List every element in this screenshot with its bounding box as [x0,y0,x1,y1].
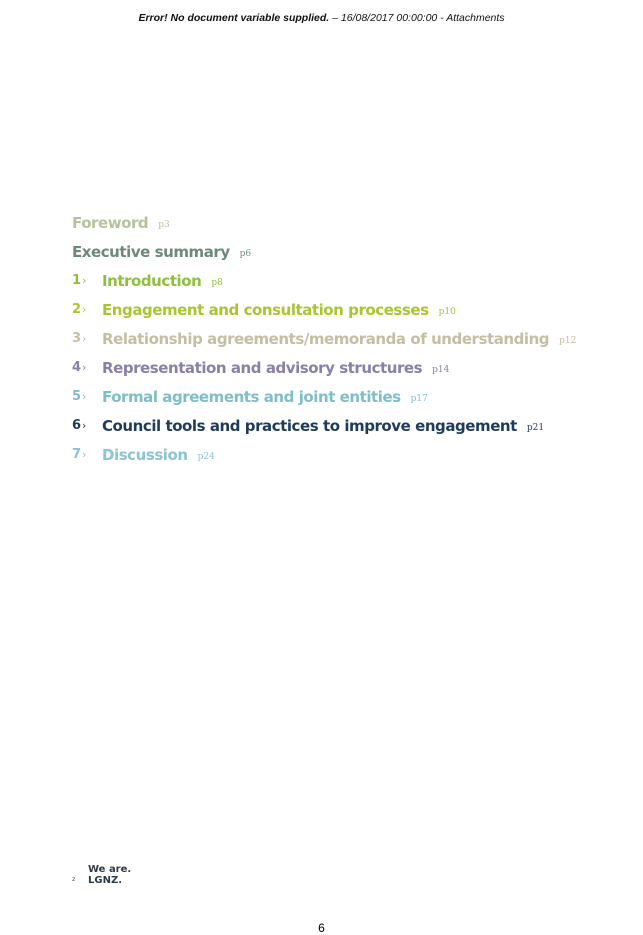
chevron-right-icon: › [82,419,87,432]
toc-item-page: p21 [526,422,545,433]
chevron-right-icon: › [82,448,87,461]
toc-item-title: Representation and advisory structures [102,358,423,377]
toc-item-title: Discussion [102,445,188,464]
toc-item-page: p17 [410,393,428,404]
lgnz-logo: We are. LGNZ. [88,864,131,886]
toc-item-engagement[interactable]: 2› Engagement and consultation processes… [72,295,576,324]
toc-item-number: 6› [72,418,87,433]
logo-line-2: LGNZ. [88,875,122,886]
chevron-right-icon: › [82,361,87,374]
toc-item-relationship-agreements[interactable]: 3› Relationship agreements/memoranda of … [72,324,576,353]
toc-executive-summary-title: Executive summary [72,242,230,261]
header-error-text: Error! No document variable supplied. [138,12,330,24]
toc-executive-summary[interactable]: Executive summary p6 [72,237,576,266]
toc-item-title: Formal agreements and joint entities [102,387,401,406]
toc-item-number: 5› [72,389,87,404]
toc-item-representation[interactable]: 4› Representation and advisory structure… [72,353,576,382]
toc-item-page: p12 [559,335,577,346]
toc-item-page: p8 [211,277,223,288]
toc-item-page: p10 [438,306,456,317]
toc-item-title: Council tools and practices to improve e… [102,416,517,435]
toc-executive-summary-page: p6 [239,248,252,259]
page-number: 6 [318,921,325,935]
logo-line-1: We are. [88,864,132,875]
chevron-right-icon: › [82,390,87,403]
toc-item-page: p24 [197,451,215,462]
toc-foreword-title: Foreword [72,213,149,232]
toc-item-discussion[interactable]: 7› Discussion p24 [72,440,576,469]
toc-item-number: 7› [72,447,87,462]
toc-foreword-page: p3 [158,219,170,230]
toc-item-title: Engagement and consultation processes [102,300,429,319]
toc-item-number: 1› [72,273,87,288]
toc-item-formal-agreements[interactable]: 5› Formal agreements and joint entities … [72,382,576,411]
toc-item-number: 4› [72,360,87,375]
table-of-contents: Foreword p3 Executive summary p6 1› Intr… [72,208,576,469]
toc-item-title: Relationship agreements/memoranda of und… [102,329,550,348]
chevron-right-icon: › [82,274,87,287]
toc-item-number: 2› [72,302,87,317]
toc-item-number: 3› [72,331,87,346]
toc-item-introduction[interactable]: 1› Introduction p8 [72,266,576,295]
chevron-right-icon: › [82,332,87,345]
header-date-text: – 16/08/2017 00:00:00 - Attachments [329,12,505,24]
toc-item-page: p14 [432,364,450,375]
toc-item-title: Introduction [102,271,202,290]
footer-page-marker: 2 [72,877,76,883]
toc-foreword[interactable]: Foreword p3 [72,208,576,237]
chevron-right-icon: › [82,303,87,316]
document-header: Error! No document variable supplied. – … [0,12,643,24]
toc-item-council-tools[interactable]: 6› Council tools and practices to improv… [72,411,576,440]
